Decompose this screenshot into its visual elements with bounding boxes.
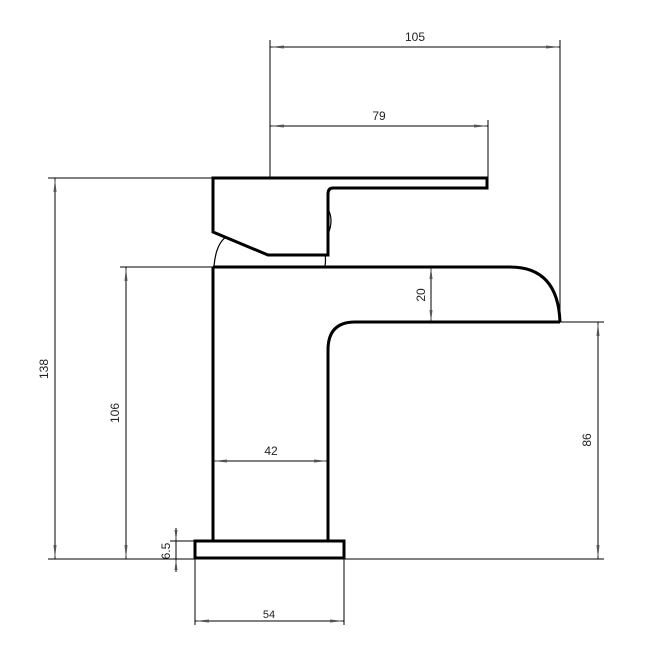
- rotation-arcs: [213, 208, 332, 267]
- handle-arc-left: [213, 236, 227, 267]
- dim-body-width: 42: [264, 444, 278, 458]
- base-plate: [193, 539, 346, 560]
- dim-overall-height: 138: [37, 359, 51, 379]
- dim-handle-length: 79: [372, 109, 386, 123]
- handle-arc-right: [327, 208, 332, 235]
- dim-body-height: 106: [108, 403, 122, 423]
- handle-arc-bottom: [324, 253, 327, 267]
- dim-base-width: 54: [263, 609, 275, 621]
- spout-bottom: [326, 320, 560, 351]
- dimension-lines: [53, 45, 600, 623]
- dim-overall-length: 105: [405, 30, 425, 44]
- dim-base-thickness: 6.5: [159, 542, 173, 559]
- dim-spout-thickness: 20: [414, 288, 428, 302]
- tap-outline: [193, 176, 562, 560]
- spout-top: [213, 265, 562, 323]
- handle-lever: [211, 176, 489, 257]
- dimension-labels: 105 79 42 54 138 106 20 86 6.5: [37, 30, 594, 621]
- extension-lines: [48, 40, 604, 625]
- dim-spout-height: 86: [580, 433, 594, 447]
